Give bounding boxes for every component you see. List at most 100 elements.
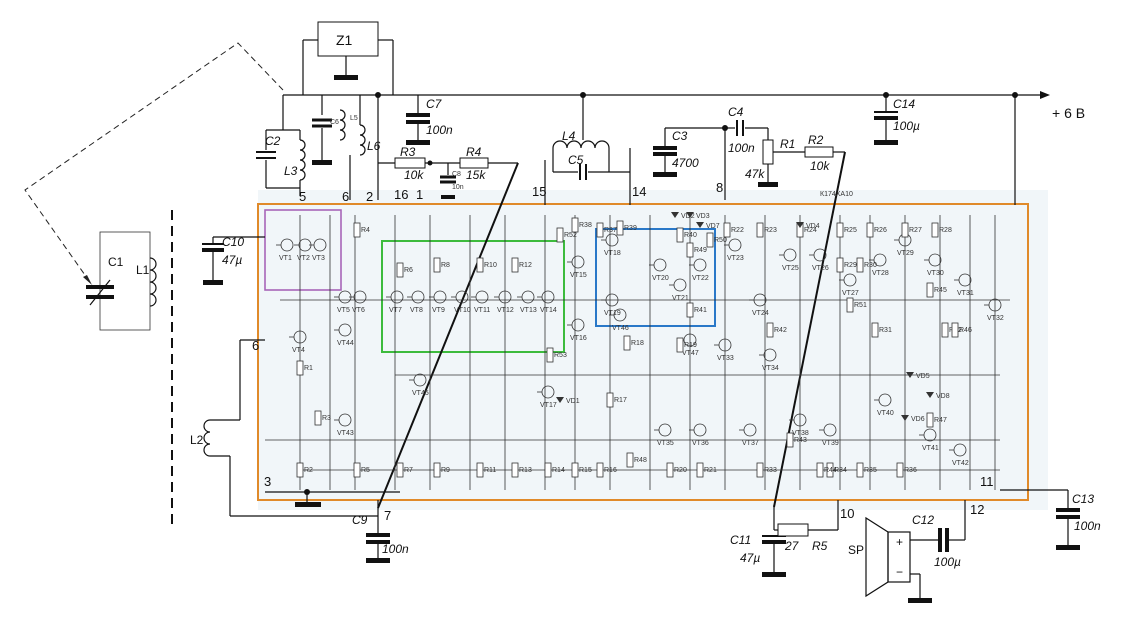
- C6-label: C6: [330, 119, 339, 126]
- resistor: [686, 242, 694, 258]
- resistor: [546, 347, 554, 363]
- transistor-label: VT13: [520, 307, 537, 314]
- resistor: [626, 452, 634, 468]
- C3-value: 4700: [672, 156, 699, 170]
- resistor: [816, 462, 824, 478]
- transistor-label: VT27: [842, 290, 859, 297]
- R3-value: 10k: [404, 168, 424, 182]
- resistor: [836, 257, 844, 273]
- resistor-label: R28: [939, 227, 952, 234]
- resistor-label: R18: [631, 340, 644, 347]
- resistor: [766, 322, 774, 338]
- pin-1: 1: [416, 187, 423, 202]
- transistor-label: VT3: [312, 255, 325, 262]
- transistor-label: VT44: [337, 340, 354, 347]
- resistor-label: R29: [844, 262, 857, 269]
- transistor-label: VT43: [337, 430, 354, 437]
- transistor-label: VT32: [987, 315, 1004, 322]
- resistor-label: R43: [794, 437, 807, 444]
- resistor: [396, 262, 404, 278]
- resistor-label: R2: [304, 467, 313, 474]
- transistor-label: VT28: [872, 270, 889, 277]
- resistor-label: R7: [404, 467, 413, 474]
- resistor-label: R26: [874, 227, 887, 234]
- blue-block-highlight: [595, 228, 716, 327]
- resistor-label: R20: [674, 467, 687, 474]
- C8-label: C8: [452, 171, 461, 178]
- resistor: [296, 360, 304, 376]
- resistor: [926, 282, 934, 298]
- transistor-label: VT2: [297, 255, 310, 262]
- C4-label: C4: [728, 105, 744, 119]
- supply-label: + 6 В: [1052, 105, 1085, 121]
- resistor-label: R6: [404, 267, 413, 274]
- resistor: [596, 222, 604, 238]
- resistor-label: R50: [714, 237, 727, 244]
- resistor: [826, 462, 834, 478]
- resistor-label: R4: [361, 227, 370, 234]
- resistor: [314, 410, 322, 426]
- resistor: [476, 462, 484, 478]
- transistor-label: VT47: [682, 350, 699, 357]
- transistor-label: VT8: [410, 307, 423, 314]
- SP-label: SP: [848, 543, 864, 557]
- resistor: [556, 227, 564, 243]
- transistor-label: VT19: [604, 310, 621, 317]
- resistor: [676, 337, 684, 353]
- C11-label: C11: [730, 533, 751, 547]
- transistor-label: VT1: [279, 255, 292, 262]
- transistor-label: VT39: [822, 440, 839, 447]
- resistor: [511, 257, 519, 273]
- resistor: [896, 462, 904, 478]
- resistor: [596, 462, 604, 478]
- transistor-label: VT29: [897, 250, 914, 257]
- resistor-label: R17: [614, 397, 627, 404]
- transistor-label: VT21: [672, 295, 689, 302]
- resistor-label: R34: [834, 467, 847, 474]
- resistor-label: R27: [909, 227, 922, 234]
- transistor-label: VT36: [692, 440, 709, 447]
- C7-value: 100n: [426, 123, 453, 137]
- diode-label: VD2: [681, 213, 695, 220]
- resistor-label: R45: [934, 287, 947, 294]
- resistor: [396, 462, 404, 478]
- transistor-label: VT30: [927, 270, 944, 277]
- transistor-label: VT6: [352, 307, 365, 314]
- C14-value: 100µ: [893, 119, 920, 133]
- pin-8: 8: [716, 180, 723, 195]
- transistor-label: VT15: [570, 272, 587, 279]
- transistor-label: VT34: [762, 365, 779, 372]
- transistor-label: VT25: [782, 265, 799, 272]
- resistor-label: R35: [864, 467, 877, 474]
- pin-12: 12: [970, 502, 984, 517]
- C5-label: C5: [568, 153, 584, 167]
- diode: [671, 212, 679, 218]
- resistor-label: R23: [764, 227, 777, 234]
- transistor-label: VT9: [432, 307, 445, 314]
- diode: [901, 415, 909, 421]
- diode-label: VD1: [566, 398, 580, 405]
- transistor-label: VT40: [877, 410, 894, 417]
- resistor-label: R10: [484, 262, 497, 269]
- resistor-label: R21: [704, 467, 717, 474]
- transistor-label: VT10: [454, 307, 471, 314]
- L6-label: L6: [367, 139, 381, 153]
- L1-label: L1: [136, 263, 150, 277]
- diode: [696, 222, 704, 228]
- C1-label: C1: [108, 255, 124, 269]
- transistor-label: VT4: [292, 347, 305, 354]
- diode-label: VD7: [706, 223, 720, 230]
- C4-value: 100n: [728, 141, 755, 155]
- ic-outline: [257, 203, 1029, 501]
- resistor-label: R48: [634, 457, 647, 464]
- speaker-cone: [865, 516, 889, 598]
- transistor-label: VT11: [474, 307, 490, 314]
- diode: [796, 222, 804, 228]
- resistor-label: R31: [879, 327, 892, 334]
- C9-value: 100n: [382, 542, 409, 556]
- C13-label: C13: [1072, 492, 1094, 506]
- C10-value: 47µ: [222, 253, 242, 267]
- L5-label: L5: [350, 115, 358, 122]
- resistor-label: R19: [684, 342, 697, 349]
